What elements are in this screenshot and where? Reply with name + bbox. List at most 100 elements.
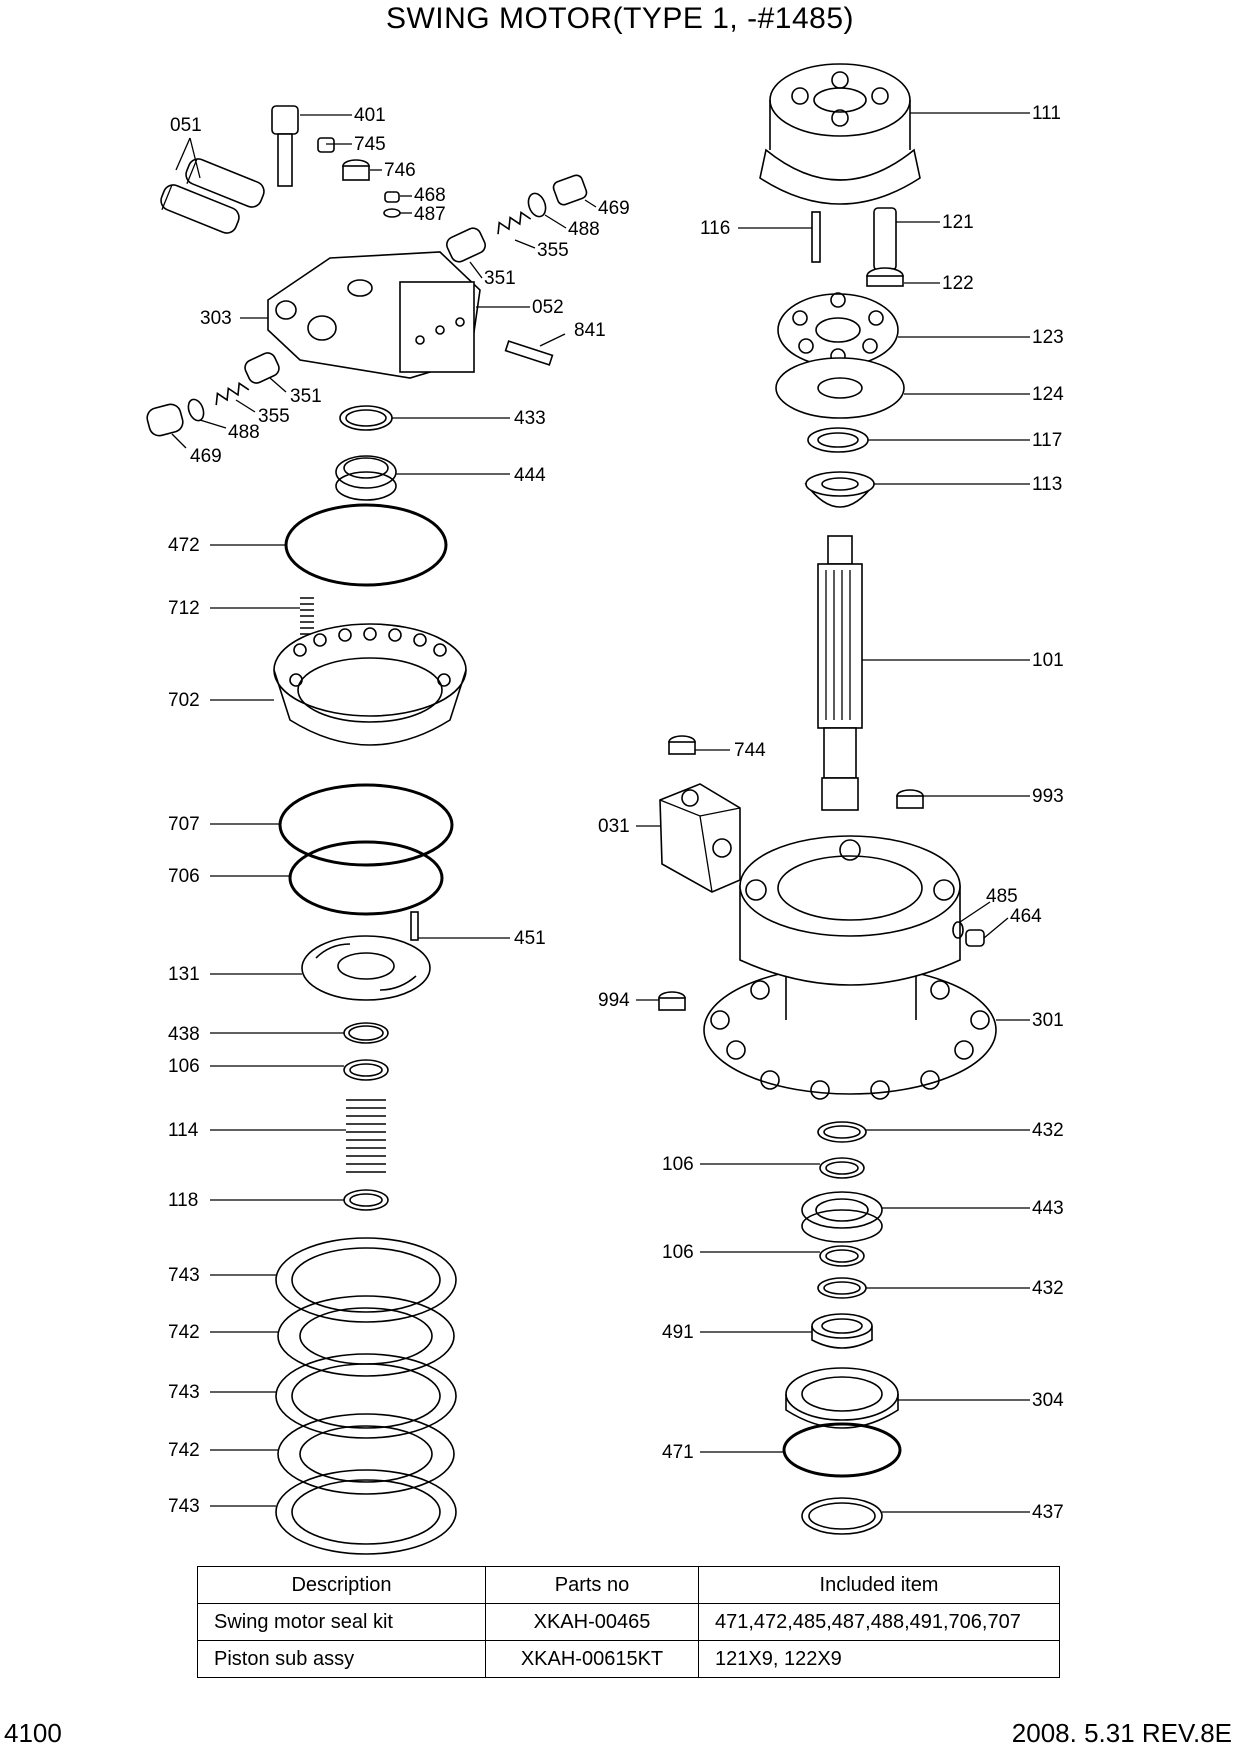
label-117: 117	[1032, 430, 1062, 451]
plug-part-994	[658, 991, 686, 1011]
label-106-right-upper: 106	[662, 1154, 694, 1175]
table-header-row: Description Parts no Included item	[197, 1566, 1060, 1604]
label-438: 438	[168, 1024, 200, 1045]
label-841: 841	[574, 320, 606, 341]
label-355-upper: 355	[537, 240, 569, 261]
oring-part-488-lower	[187, 398, 205, 422]
piston-part-351-upper	[446, 227, 486, 263]
label-101: 101	[1032, 650, 1064, 671]
label-121: 121	[942, 212, 974, 233]
label-742-2: 742	[168, 1440, 200, 1461]
oring-part-485	[952, 921, 964, 939]
ring-part-118	[343, 1189, 389, 1211]
plug-part-746	[342, 159, 370, 181]
label-706: 706	[168, 866, 200, 887]
cell-parts-no: XKAH-00465	[485, 1603, 699, 1641]
plate-part-743-3	[275, 1469, 457, 1555]
label-304: 304	[1032, 1390, 1064, 1411]
label-993: 993	[1032, 786, 1064, 807]
friction-plate-part-742-2	[277, 1413, 455, 1495]
cell-description: Piston sub assy	[197, 1640, 486, 1678]
housing-part-301	[703, 835, 997, 1100]
label-485: 485	[986, 886, 1018, 907]
label-712: 712	[168, 598, 200, 619]
parts-table: Description Parts no Included item Swing…	[197, 1566, 1060, 1678]
snap-ring-part-432-lower	[817, 1277, 867, 1299]
header-parts-no: Parts no	[485, 1566, 699, 1604]
label-744: 744	[734, 740, 766, 761]
plate-part-743-2	[275, 1353, 457, 1439]
bearing-part-444	[335, 455, 397, 501]
pin-part-116	[811, 211, 821, 263]
page-title: SWING MOTOR(TYPE 1, -#1485)	[385, 2, 855, 35]
valve-body-part-303	[267, 251, 481, 379]
piston-part-351-lower	[244, 352, 280, 384]
cell-included-item: 121X9, 122X9	[698, 1640, 1060, 1678]
label-123: 123	[1032, 327, 1064, 348]
label-355-lower: 355	[258, 406, 290, 427]
valve-plate-part-131	[301, 935, 431, 1001]
cylinder-block-part-111	[759, 63, 921, 205]
label-111: 111	[1032, 103, 1061, 124]
label-114: 114	[168, 1120, 199, 1141]
valve-block-part-031	[659, 783, 741, 893]
label-702: 702	[168, 690, 200, 711]
oring-part-487	[383, 208, 401, 218]
label-469-lower: 469	[190, 446, 222, 467]
leader-lines	[171, 112, 1030, 1513]
plug-part-468	[384, 191, 400, 203]
label-444: 444	[514, 465, 546, 486]
plug-part-993	[896, 789, 924, 809]
label-488-upper: 488	[568, 219, 600, 240]
collar-part-491	[811, 1313, 873, 1349]
label-401: 401	[354, 105, 386, 126]
header-included-item: Included item	[698, 1566, 1060, 1604]
oring-part-471	[782, 1422, 902, 1478]
table-row: Swing motor seal kit XKAH-00465 471,472,…	[197, 1603, 1060, 1641]
oring-part-488-upper	[527, 192, 547, 218]
snap-ring-part-432-upper	[817, 1121, 867, 1143]
spring-part-114	[346, 1099, 386, 1173]
label-432-lower: 432	[1032, 1278, 1064, 1299]
oring-part-707	[278, 783, 454, 867]
label-301: 301	[1032, 1010, 1064, 1031]
plug-part-745	[317, 137, 335, 153]
label-124: 124	[1032, 384, 1064, 405]
label-106-left: 106	[168, 1056, 200, 1077]
plug-part-744	[668, 735, 696, 755]
label-443: 443	[1032, 1198, 1064, 1219]
label-742-1: 742	[168, 1322, 200, 1343]
bolt-part-401	[271, 105, 299, 187]
page-number: 4100	[4, 1718, 62, 1748]
oring-part-472	[284, 503, 448, 587]
label-472: 472	[168, 535, 200, 556]
label-131: 131	[168, 964, 200, 985]
label-122: 122	[942, 273, 974, 294]
label-743-2: 743	[168, 1382, 200, 1403]
label-106-right-lower: 106	[662, 1242, 694, 1263]
spacer-part-117	[807, 427, 869, 453]
label-451: 451	[514, 928, 546, 949]
bearing-part-443	[801, 1191, 883, 1243]
screw-part-841	[504, 340, 554, 366]
plate-part-743-1	[275, 1237, 457, 1323]
label-488-lower: 488	[228, 422, 260, 443]
label-118: 118	[168, 1190, 198, 1211]
cover-part-304	[785, 1367, 899, 1429]
retainer-plate-part-123	[777, 292, 899, 367]
label-052: 052	[532, 297, 564, 318]
shaft-part-101	[817, 535, 863, 811]
label-491: 491	[662, 1322, 694, 1343]
shoe-part-122	[866, 267, 904, 287]
brake-piston-part-702	[273, 623, 467, 746]
label-432-upper: 432	[1032, 1120, 1064, 1141]
spherical-bushing-part-113	[804, 471, 876, 508]
label-707: 707	[168, 814, 200, 835]
label-051: 051	[170, 115, 202, 136]
plug-part-464	[965, 929, 985, 947]
snap-ring-part-437	[801, 1497, 883, 1535]
label-351-lower: 351	[290, 386, 322, 407]
pin-part-451	[410, 911, 419, 941]
cell-description: Swing motor seal kit	[197, 1603, 486, 1641]
label-437: 437	[1032, 1502, 1064, 1523]
